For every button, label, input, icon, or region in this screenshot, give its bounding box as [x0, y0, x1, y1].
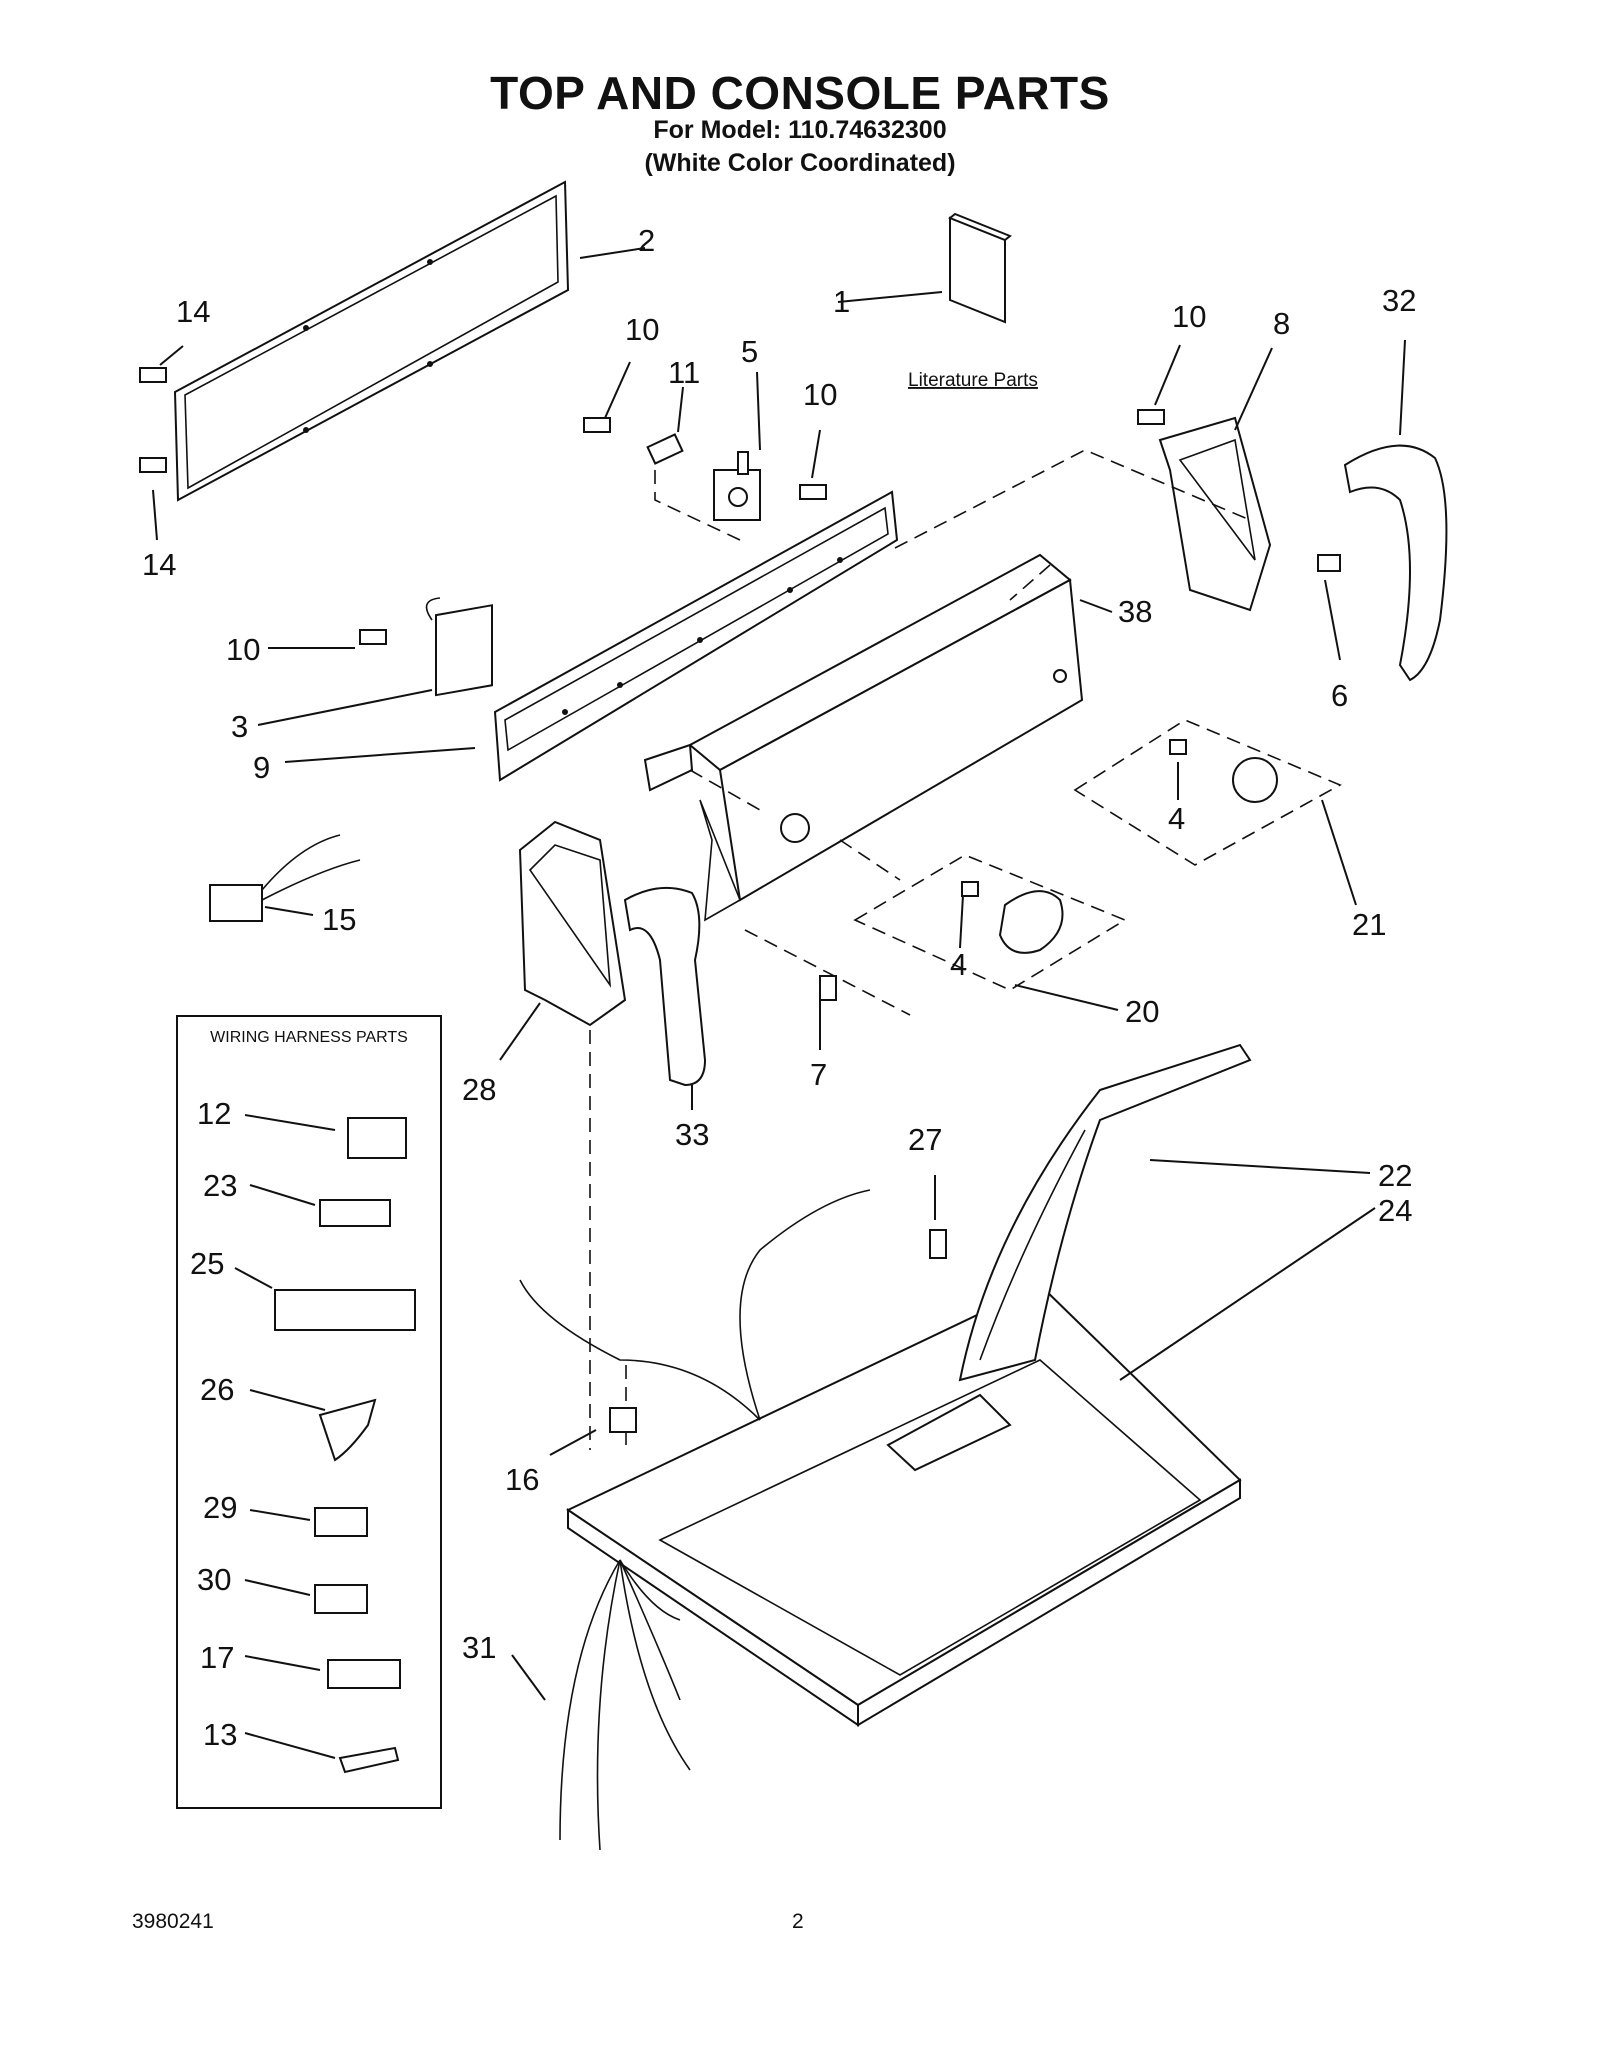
part-15-connector	[209, 834, 361, 922]
callout-9: 9	[253, 750, 270, 785]
callout-10-c: 10	[1172, 299, 1206, 334]
part-5-timer	[713, 451, 761, 521]
color-line: (White Color Coordinated)	[644, 149, 956, 177]
part-24-top	[565, 1283, 1242, 1727]
part-38-console	[643, 553, 1084, 922]
callout-10-a: 10	[625, 312, 659, 347]
part-1-literature	[948, 212, 1012, 324]
callout-1: 1	[833, 284, 850, 319]
part-2-rear-panel	[173, 180, 570, 502]
part-22-lint-duct	[958, 1043, 1252, 1382]
callout-4-left: 4	[950, 947, 967, 982]
callout-28: 28	[462, 1072, 496, 1107]
part-33-trim-left	[623, 886, 707, 1087]
callout-25: 25	[190, 1246, 224, 1281]
callout-4-right: 4	[1168, 801, 1185, 836]
part-20-knob-kit	[853, 854, 1127, 991]
callout-15: 15	[322, 902, 356, 937]
model-line: For Model: 110.74632300	[653, 116, 947, 144]
literature-parts-label: Literature Parts	[908, 370, 1038, 391]
callout-10-b: 10	[803, 377, 837, 412]
callout-21: 21	[1352, 907, 1386, 942]
wiring-harness-box: WIRING HARNESS PARTS	[176, 1015, 442, 1809]
part-21-knob-kit	[1073, 719, 1342, 866]
callout-26: 26	[200, 1372, 234, 1407]
callout-17: 17	[200, 1640, 234, 1675]
callout-22: 22	[1378, 1158, 1412, 1193]
document-number: 3980241	[132, 1910, 214, 1933]
part-11-clip	[646, 433, 684, 465]
part-16-grommet	[609, 1407, 637, 1433]
callout-38: 38	[1118, 594, 1152, 629]
callout-27: 27	[908, 1122, 942, 1157]
part-32-trim-right	[1343, 444, 1448, 682]
part-3-switch	[425, 597, 493, 697]
callout-14-top: 14	[176, 294, 210, 329]
part-8-end-cap-right	[1158, 416, 1272, 612]
part-31-wire-harness	[519, 1189, 871, 1851]
callout-24: 24	[1378, 1193, 1412, 1228]
callout-5: 5	[741, 334, 758, 369]
callout-32: 32	[1382, 283, 1416, 318]
callout-8: 8	[1273, 306, 1290, 341]
leader-lines	[152, 247, 1406, 1759]
page-number: 2	[792, 1910, 804, 1933]
wiring-harness-title: WIRING HARNESS PARTS	[210, 1029, 408, 1046]
callout-3: 3	[231, 709, 248, 744]
callout-23: 23	[203, 1168, 237, 1203]
callout-14-bottom: 14	[142, 547, 176, 582]
screws	[139, 367, 1341, 1259]
part-28-end-cap-left	[518, 820, 627, 1027]
callout-16: 16	[505, 1462, 539, 1497]
callout-31: 31	[462, 1630, 496, 1665]
harness-box-parts	[274, 1117, 416, 1774]
callout-20: 20	[1125, 994, 1159, 1029]
callout-7: 7	[810, 1057, 827, 1092]
assembly-lines	[589, 449, 1251, 1450]
callout-2: 2	[638, 223, 655, 258]
callout-30: 30	[197, 1562, 231, 1597]
page-title: TOP AND CONSOLE PARTS	[490, 67, 1110, 119]
part-9-bracket	[493, 490, 899, 782]
callout-12: 12	[197, 1096, 231, 1131]
callout-13: 13	[203, 1717, 237, 1752]
callout-33: 33	[675, 1117, 709, 1152]
callout-11: 11	[668, 355, 700, 390]
callout-10-d: 10	[226, 632, 260, 667]
callout-29: 29	[203, 1490, 237, 1525]
callout-6: 6	[1331, 678, 1348, 713]
